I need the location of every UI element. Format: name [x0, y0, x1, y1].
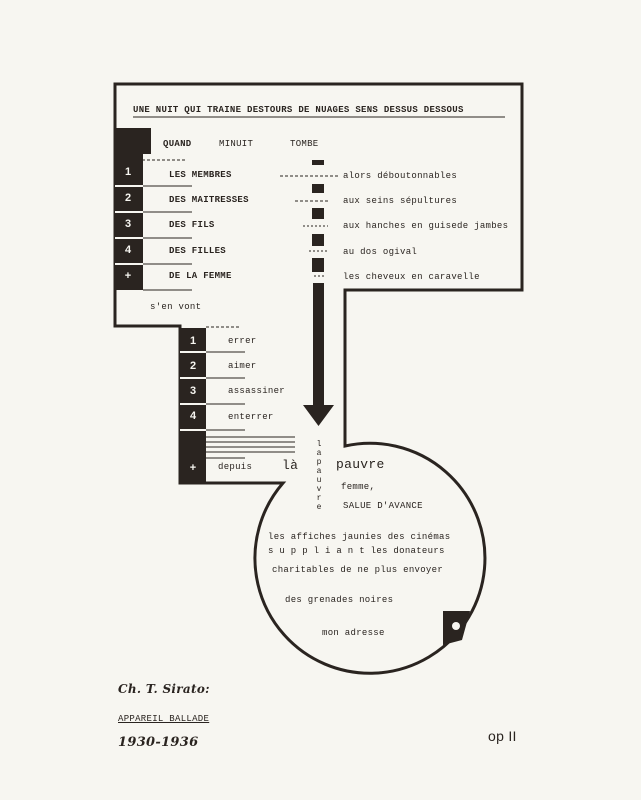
row-subject: DES FILLES: [169, 246, 227, 256]
circle-femme: femme,: [341, 482, 376, 492]
action-label: aimer: [228, 361, 257, 371]
circle-line: s u p p l i a n t les donateurs: [268, 546, 445, 556]
signature: Ch. T. Sirato:: [118, 682, 210, 696]
row-subject: DES FILS: [169, 220, 215, 230]
opus-number: op II: [488, 728, 517, 744]
row-number: +: [124, 270, 132, 282]
row-number: 1: [124, 166, 132, 178]
circle-line: mon adresse: [322, 628, 385, 638]
row-object: aux hanches en guisede jambes: [343, 221, 509, 231]
poem-title: UNE NUIT QUI TRAINE DESTOURS DE NUAGES S…: [133, 105, 464, 115]
depuis-text: depuis: [218, 462, 253, 472]
action-number: +: [189, 462, 197, 474]
action-number: 4: [189, 410, 197, 422]
action-label: errer: [228, 336, 257, 346]
row-object: les cheveux en caravelle: [343, 272, 480, 282]
la-text: là: [282, 458, 299, 473]
pauvre-text: pauvre: [336, 457, 385, 472]
row-object: alors déboutonnables: [343, 171, 458, 181]
action-label: enterrer: [228, 412, 274, 422]
action-number: 1: [189, 335, 197, 347]
action-number: 2: [189, 360, 197, 372]
down-arrow-icon: [303, 283, 334, 426]
verb: s'en vont: [150, 302, 202, 312]
circle-line: des grenades noires: [285, 595, 394, 605]
tombe-blocks: [312, 160, 324, 272]
work-title: APPAREIL BALLADE: [118, 714, 210, 724]
action-label: assassiner: [228, 386, 286, 396]
row-number: 2: [124, 192, 132, 204]
header-minuit: MINUIT: [219, 139, 254, 149]
dates: 1930-1936: [118, 735, 199, 750]
vertical-text: la pauvre: [316, 440, 327, 512]
row-number: 3: [124, 218, 132, 230]
row-subject: DE LA FEMME: [169, 271, 232, 281]
header-tombe: TOMBE: [290, 139, 319, 149]
row-object: aux seins sépultures: [343, 196, 458, 206]
row-object: au dos ogival: [343, 247, 418, 257]
action-number: 3: [189, 385, 197, 397]
action-number-column: [180, 328, 206, 483]
circle-line: les affiches jaunies des cinémas: [268, 532, 451, 542]
circle-salue: SALUE D'AVANCE: [343, 501, 423, 511]
row-subject: DES MAITRESSES: [169, 195, 249, 205]
header-quand: QUAND: [163, 139, 192, 149]
row-number: 4: [124, 244, 132, 256]
circle-line: charitables de ne plus envoyer: [272, 565, 444, 575]
row-subject: LES MEMBRES: [169, 170, 232, 180]
